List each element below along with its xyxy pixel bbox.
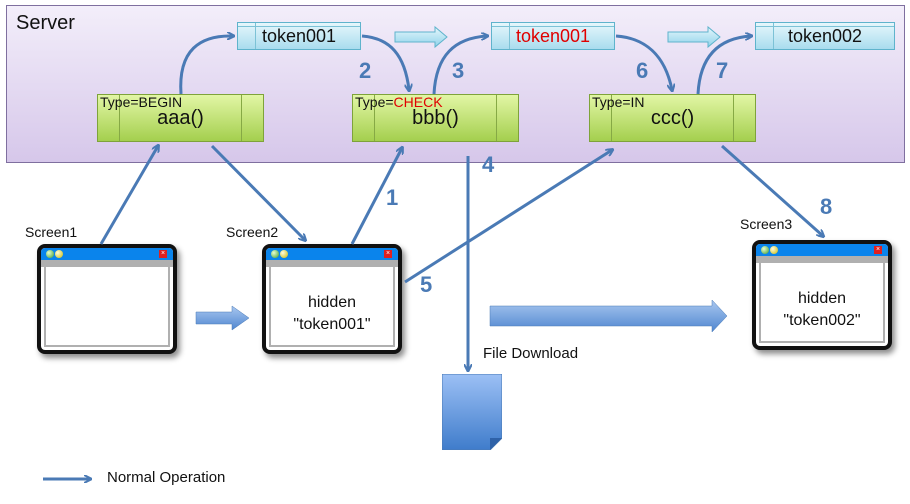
step-number-1: 1 — [386, 185, 399, 210]
screen3-window: × hidden"token002" — [752, 240, 892, 350]
file-icon — [442, 374, 502, 450]
function-bbb-name: bbb() — [412, 107, 459, 129]
arrow-step2 — [361, 34, 409, 90]
screen2-content: hidden"token001" — [293, 294, 371, 333]
function-bbb-type: Type=CHECK — [355, 94, 443, 110]
arrow-step7 — [696, 36, 751, 95]
step-number-4: 4 — [482, 152, 495, 177]
function-ccc-type: Type=IN — [592, 94, 645, 110]
function-aaa-name: aaa() — [157, 107, 204, 129]
token-box-3: token002 — [755, 22, 895, 50]
window-button-icon — [55, 250, 63, 258]
window-button-icon — [761, 246, 769, 254]
token-2-text: token001 — [515, 26, 591, 46]
window-button-icon — [271, 250, 279, 258]
arrow-step5 — [404, 150, 612, 284]
arrow-step3 — [432, 36, 487, 95]
close-icon: × — [874, 246, 882, 254]
token-3-text: token002 — [787, 26, 863, 46]
block-arrow-screen2-to-screen3 — [489, 299, 728, 333]
arrow-step6 — [615, 34, 672, 90]
file-download-label: File Download — [483, 345, 579, 362]
step-number-2: 2 — [359, 58, 372, 83]
close-icon: × — [384, 250, 392, 258]
block-arrow-token-2-to-3 — [667, 25, 721, 49]
step-number-5: 5 — [420, 272, 433, 297]
screen1-label: Screen1 — [25, 224, 78, 240]
function-ccc-name: ccc() — [650, 107, 695, 129]
server-label: Server — [16, 12, 75, 34]
function-aaa: Type=BEGIN aaa() — [97, 94, 264, 142]
screen3-label: Screen3 — [740, 216, 793, 232]
block-arrow-token-1-to-2 — [394, 25, 448, 49]
screen3-content: hidden"token002" — [783, 290, 861, 329]
screen1-window: × — [37, 244, 177, 354]
token-box-1: token001 — [237, 22, 361, 50]
step-number-8: 8 — [820, 194, 833, 219]
legend-label: Normal Operation — [107, 469, 226, 486]
block-arrows — [195, 25, 728, 333]
close-icon: × — [159, 250, 167, 258]
arrow-aaa-to-token001 — [179, 36, 233, 95]
function-ccc: Type=IN ccc() — [589, 94, 756, 142]
window-button-icon — [770, 246, 778, 254]
step-number-6: 6 — [636, 58, 649, 83]
token-1-text: token001 — [261, 26, 337, 46]
step-number-3: 3 — [452, 58, 465, 83]
arrow-step1 — [350, 148, 402, 245]
window-button-icon — [280, 250, 288, 258]
arrow-aaa-to-screen2 — [210, 144, 305, 240]
token-box-2: token001 — [491, 22, 615, 50]
screen2-window: × hidden"token001" — [262, 244, 402, 354]
screen2-label: Screen2 — [226, 224, 279, 240]
arrow-step8 — [721, 144, 823, 236]
function-aaa-type: Type=BEGIN — [100, 94, 183, 110]
window-button-icon — [46, 250, 54, 258]
block-arrow-screen1-to-screen2 — [195, 305, 250, 331]
step-number-7: 7 — [716, 58, 729, 83]
function-bbb: Type=CHECK bbb() — [352, 94, 519, 142]
arrow-screen1-to-aaa — [99, 146, 158, 245]
